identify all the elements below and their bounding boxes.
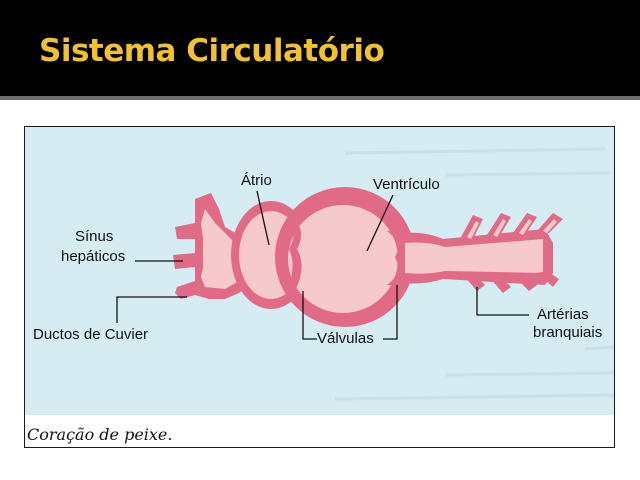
sinus-venosus-lumen: [201, 209, 239, 289]
leader-ventriculo: [366, 194, 394, 252]
heart: [173, 187, 563, 327]
title-divider: [0, 96, 640, 100]
atrioventricular-valve: [287, 219, 302, 291]
title-bar: Sistema Circulatório: [0, 0, 640, 100]
label-atrio: Átrio: [241, 172, 272, 189]
ventricle-lumen: [288, 205, 398, 313]
leader-ductos: [116, 296, 187, 323]
fish-heart-diagram: Átrio Ventrículo Sínus hepáticos Ductos …: [25, 127, 614, 447]
leader-atrio: [256, 190, 270, 246]
label-sinus-2: hepáticos: [61, 248, 125, 265]
fish-heart-figure: Átrio Ventrículo Sínus hepáticos Ductos …: [24, 126, 615, 448]
bulbar-valve: [387, 231, 405, 285]
label-ductos: Ductos de Cuvier: [33, 326, 148, 343]
leader-arterias: [476, 287, 529, 316]
branchial-artery-lumens: [467, 219, 557, 239]
leader-valvula-right: [383, 285, 398, 340]
diagram-labels: Átrio Ventrículo Sínus hepáticos Ductos …: [33, 172, 602, 347]
label-arterias-2: branquiais: [533, 324, 602, 341]
figure-caption: Coração de peixe.: [27, 425, 173, 444]
bulbus-lumen: [405, 239, 543, 274]
label-sinus-1: Sínus: [75, 228, 113, 245]
label-ventriculo: Ventrículo: [373, 176, 440, 193]
label-arterias-1: Artérias: [537, 306, 589, 323]
leader-valvula-left: [302, 291, 317, 340]
caption-strip: [25, 415, 614, 447]
branchial-arteries: [461, 213, 563, 293]
slide-title: Sistema Circulatório: [39, 33, 385, 69]
leader-lines: [116, 190, 529, 340]
page-texture: [334, 147, 614, 401]
label-valvulas: Válvulas: [317, 330, 374, 347]
